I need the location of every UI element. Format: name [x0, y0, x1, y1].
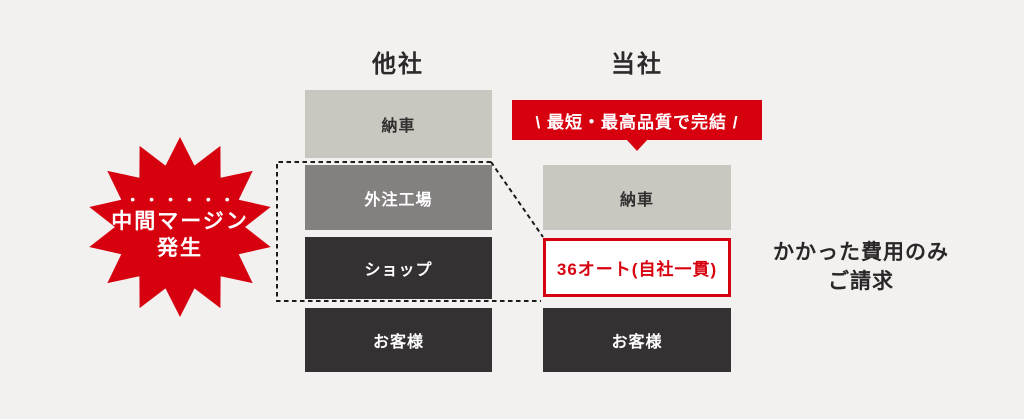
badge-middleman-margin: •••••• 中間マージン 発生: [80, 132, 280, 322]
box-shop: ショップ: [305, 237, 492, 299]
callout-pointer-icon: [626, 139, 648, 151]
badge-text: •••••• 中間マージン 発生: [80, 132, 280, 322]
callout-fastest-quality: \ 最短・最高品質で完結 /: [512, 100, 762, 151]
badge-line2: 発生: [157, 237, 203, 260]
box-customer-others: お客様: [305, 308, 492, 372]
starburst-icon: [89, 137, 271, 317]
box-36auto-highlight: 36オート(自社一貫): [543, 238, 731, 297]
column-header-others: 他社: [372, 51, 424, 78]
column-header-ours: 当社: [611, 51, 663, 78]
badge-line1: 中間マージン: [111, 210, 249, 233]
cost-note: かかった費用のみ ご請求: [733, 238, 989, 296]
cost-note-line1: かかった費用のみ: [773, 241, 949, 264]
callout-label: \ 最短・最高品質で完結 /: [535, 112, 739, 132]
badge-emphasis-dots: ••••••: [130, 191, 244, 207]
box-customer-ours: お客様: [543, 308, 731, 372]
box-outsourced-factory: 外注工場: [305, 165, 492, 230]
box-delivery-others: 納車: [305, 90, 492, 158]
cost-note-line2: ご請求: [828, 270, 894, 293]
box-delivery-ours: 納車: [543, 165, 731, 230]
